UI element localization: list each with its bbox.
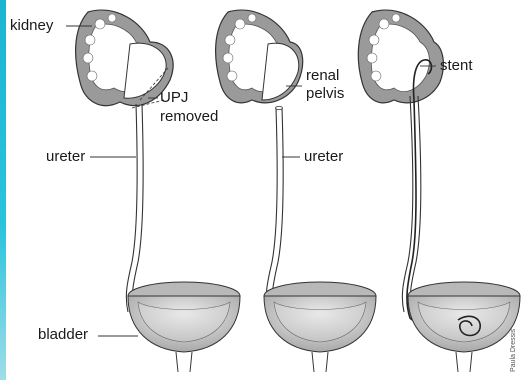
bladder-3 bbox=[408, 282, 520, 372]
label-bladder: bladder bbox=[38, 327, 88, 343]
bladder-2 bbox=[264, 282, 376, 372]
ureter-2-end bbox=[276, 106, 283, 109]
label-upj-line2: removed bbox=[160, 107, 218, 126]
label-ureter-left: ureter bbox=[46, 149, 85, 165]
label-kidney: kidney bbox=[10, 18, 53, 34]
label-ureter-middle: ureter bbox=[304, 149, 343, 165]
label-stent: stent bbox=[440, 58, 473, 74]
kidney-1 bbox=[76, 10, 173, 106]
label-renal: renal bbox=[306, 68, 339, 84]
kidney-3 bbox=[358, 10, 443, 103]
ureter-3 bbox=[402, 96, 420, 312]
label-pelvis: pelvis bbox=[306, 86, 344, 102]
kidney-2 bbox=[216, 10, 303, 103]
label-upj-line1: UPJ bbox=[160, 88, 188, 107]
ureter-2 bbox=[266, 108, 283, 312]
bladder-1 bbox=[128, 282, 240, 372]
ureter-1 bbox=[126, 104, 143, 312]
credit-text: Paula Dressis bbox=[510, 329, 517, 372]
